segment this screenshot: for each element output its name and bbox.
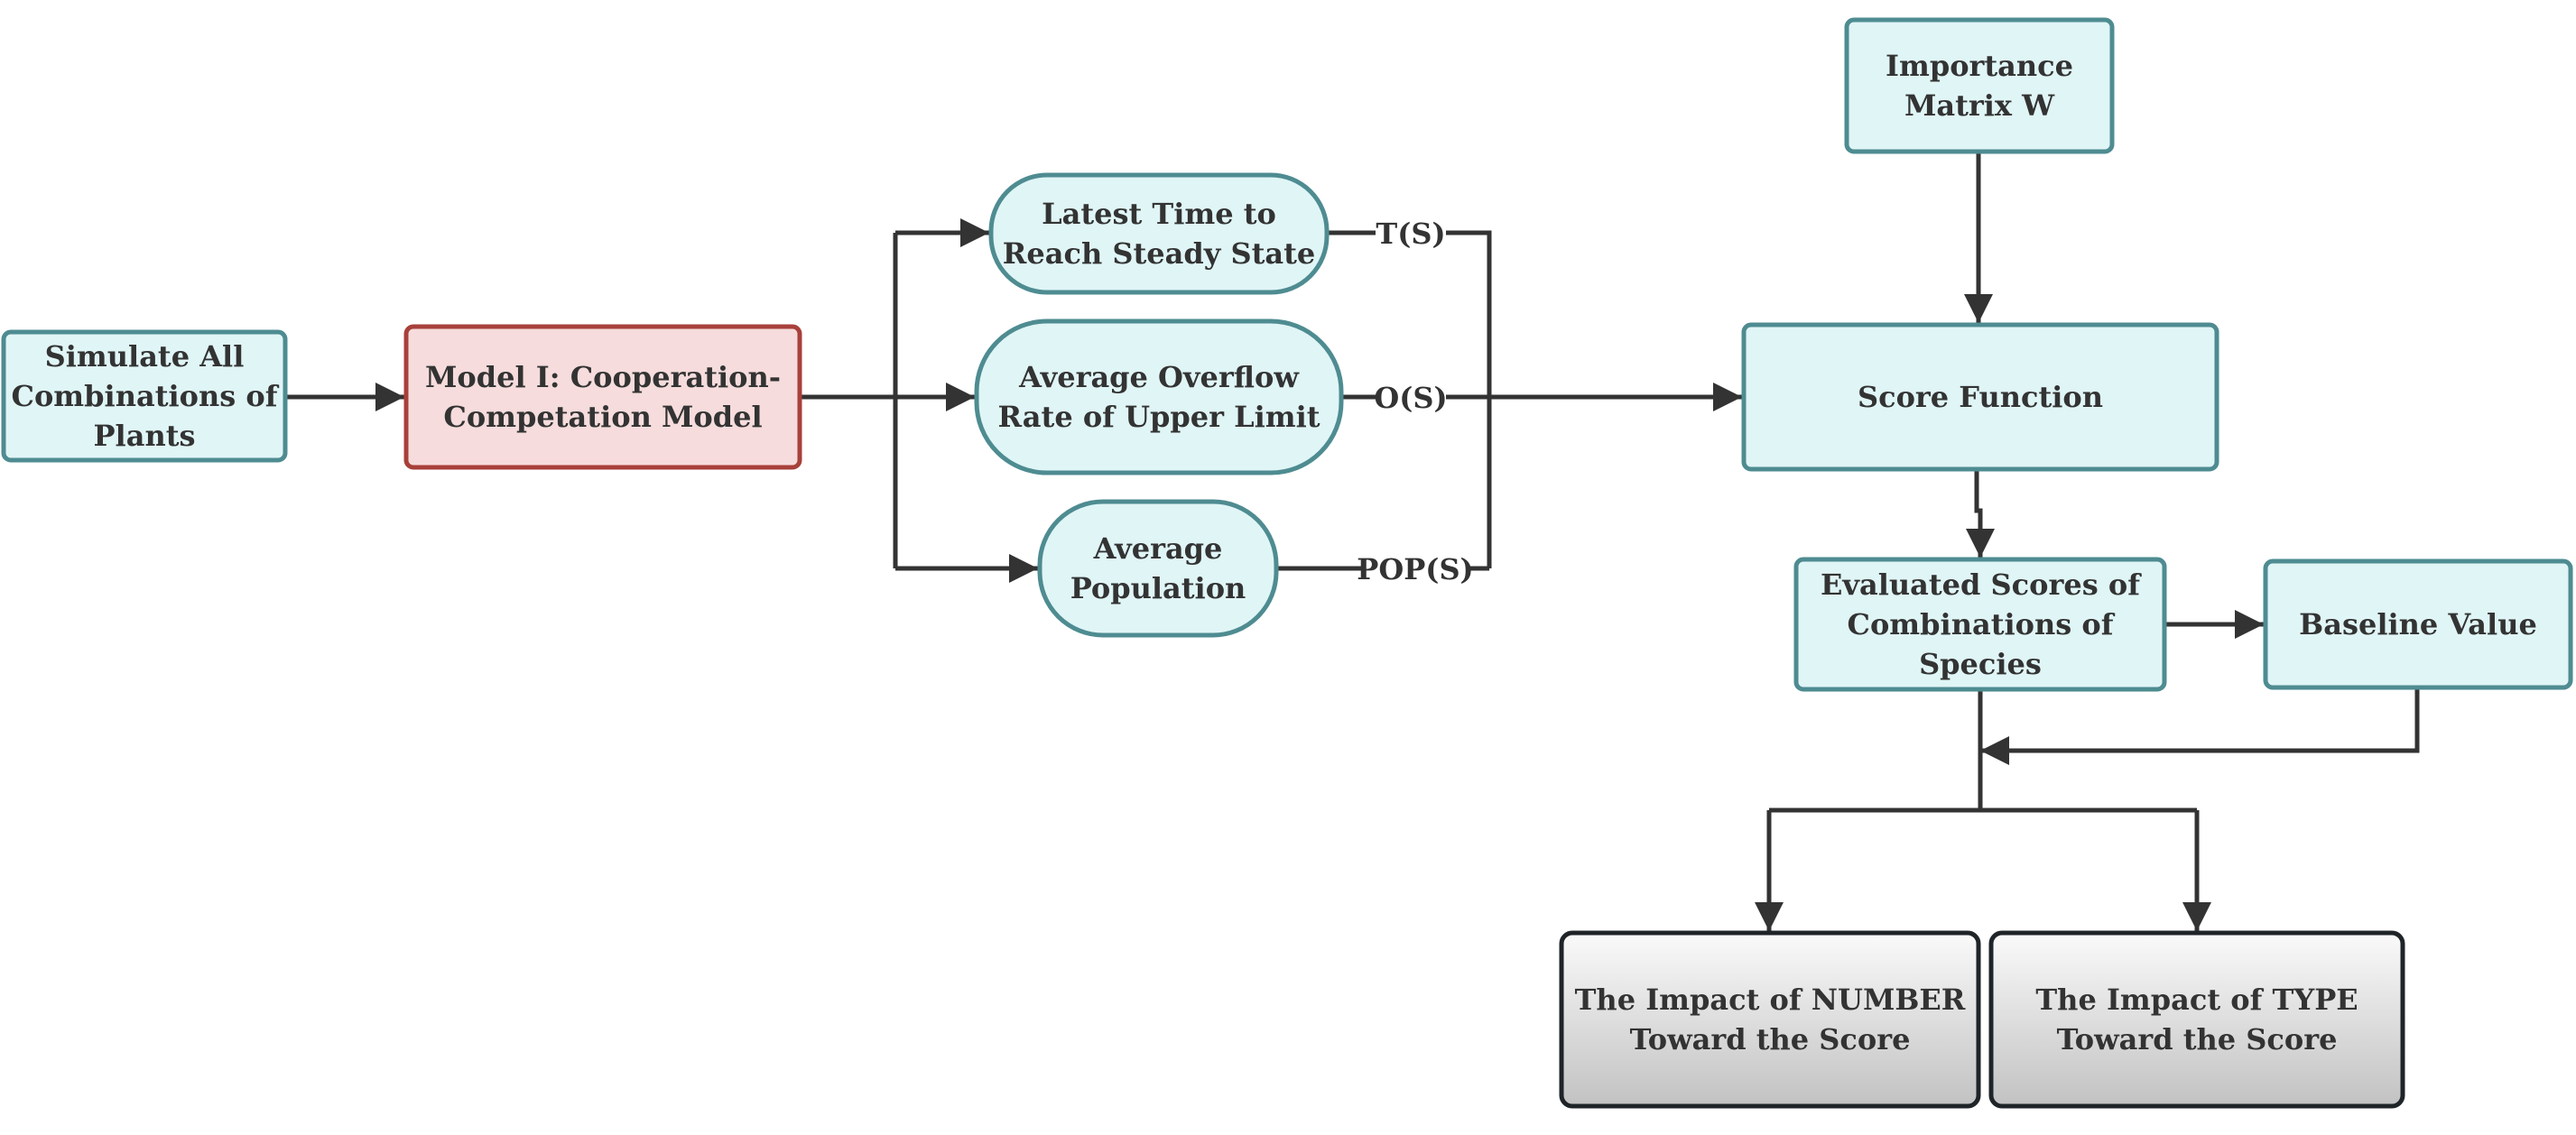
edge-score-to-evaluated — [1966, 471, 1995, 558]
node-label-line: Matrix W — [1904, 88, 2055, 123]
node-label-line: Importance — [1886, 49, 2073, 83]
node-label-line: The Impact of TYPE — [2035, 983, 2358, 1017]
node-label-line: Toward the Score — [2057, 1022, 2338, 1057]
node-label-line: Competation Model — [443, 400, 762, 434]
node-label-line: Evaluated Scores of — [1821, 568, 2142, 602]
node-label-line: Baseline Value — [2299, 607, 2537, 641]
node-impact-type: The Impact of TYPE Toward the Score — [1988, 930, 2405, 1109]
node-model: Model I: Cooperation- Competation Model — [403, 324, 802, 470]
node-label-line: Plants — [93, 419, 195, 453]
node-label-line: Toward the Score — [1630, 1022, 1911, 1057]
edge-baseline-return — [1980, 687, 2420, 765]
node-label-line: Score Function — [1858, 380, 2103, 414]
node-baseline: Baseline Value — [2263, 558, 2573, 690]
node-label-line: Average Overflow — [1018, 360, 1300, 394]
node-label-line: Population — [1070, 571, 1246, 605]
node-label-line: Reach Steady State — [1003, 236, 1315, 271]
node-label-line: Model I: Cooperation- — [425, 360, 781, 394]
node-label-line: The Impact of NUMBER — [1575, 983, 1966, 1017]
node-label-line: Simulate All — [45, 339, 245, 374]
connectors — [285, 153, 2420, 931]
edge-label-o: O(S) — [1374, 381, 1447, 415]
node-latest-time: Latest Time to Reach Steady State — [988, 172, 1330, 295]
node-score-function: Score Function — [1741, 322, 2219, 472]
edge-t-to-merge — [1446, 230, 1492, 568]
node-label-line: Combinations of — [11, 379, 279, 413]
edge-label-t: T(S) — [1376, 217, 1445, 251]
node-label-line: Rate of Upper Limit — [997, 400, 1320, 434]
node-impact-number: The Impact of NUMBER Toward the Score — [1559, 930, 1981, 1109]
node-label-line: Combinations of — [1847, 607, 2115, 641]
node-evaluated: Evaluated Scores of Combinations of Specie… — [1793, 557, 2167, 692]
edge-label-pop: POP(S) — [1357, 552, 1473, 586]
node-label-line: Latest Time to — [1042, 197, 1276, 231]
node-label-line: Species — [1919, 647, 2042, 681]
node-label-line: Average — [1093, 531, 1223, 566]
